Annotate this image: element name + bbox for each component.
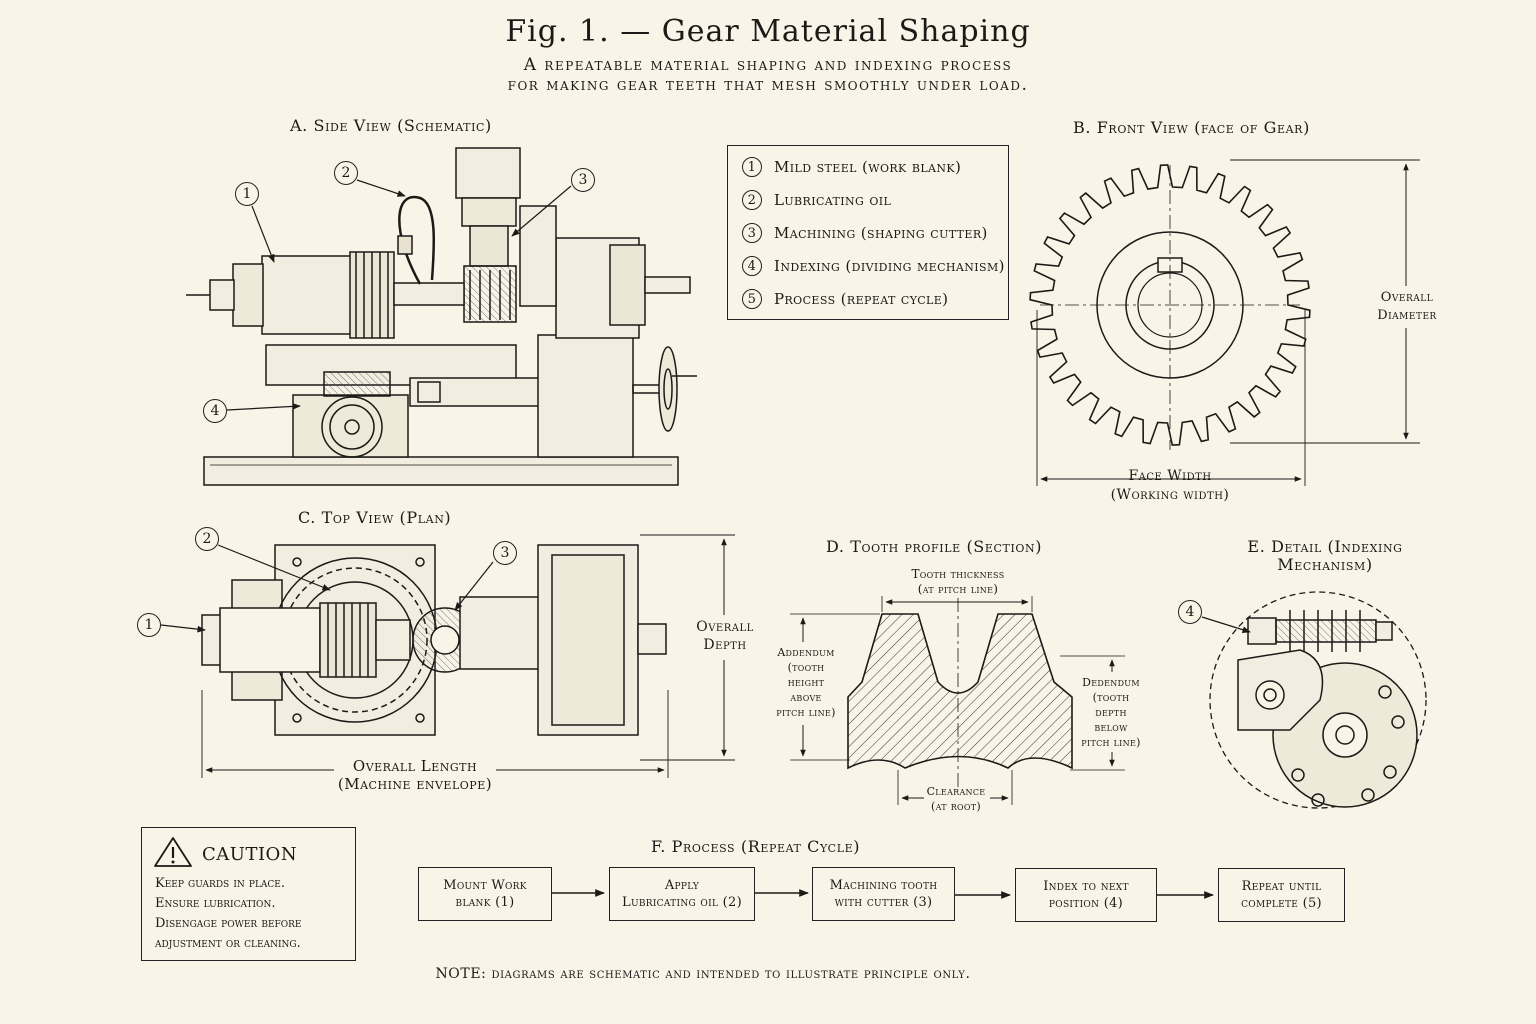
callout-1-top: 1 bbox=[137, 613, 161, 637]
legend-item: 2 Lubricating oil bbox=[742, 190, 891, 210]
callout-4-detail: 4 bbox=[1178, 600, 1202, 624]
face-width-label-1: Face Width bbox=[1128, 468, 1212, 484]
process-step-text: Mount Work blank (1) bbox=[443, 878, 527, 910]
process-step-2: Apply Lubricating oil (2) bbox=[609, 867, 755, 921]
overall-diameter-label-2: Diameter bbox=[1377, 308, 1437, 323]
overall-diameter-label-1: Overall bbox=[1380, 290, 1434, 305]
front-view-label: B. Front View (face of Gear) bbox=[1073, 118, 1310, 137]
process-step-5: Repeat until complete (5) bbox=[1218, 868, 1345, 922]
legend-text: Process (repeat cycle) bbox=[774, 290, 949, 308]
detail-label-line-2: Mechanism) bbox=[1277, 555, 1373, 574]
legend-number: 4 bbox=[742, 256, 762, 276]
callout-3-side: 3 bbox=[571, 168, 595, 192]
dedendum-label: Dedendum (tooth depth below pitch line) bbox=[1081, 676, 1141, 749]
indexing-detail bbox=[1209, 591, 1427, 809]
warning-triangle-icon bbox=[154, 837, 192, 867]
overall-length-label-1: Overall Length bbox=[352, 757, 478, 775]
caution-line-3: Disengage power before bbox=[155, 916, 302, 931]
callout-leaders bbox=[160, 179, 1251, 633]
caution-line-2: Ensure lubrication. bbox=[155, 896, 276, 911]
process-step-text: Repeat until complete (5) bbox=[1241, 879, 1322, 911]
footnote: NOTE: diagrams are schematic and intende… bbox=[435, 966, 971, 982]
process-arrows bbox=[552, 889, 1214, 899]
clearance-label-2: (at root) bbox=[931, 800, 981, 813]
process-step-4: Index to next position (4) bbox=[1015, 868, 1157, 922]
addendum-label: Addendum (tooth height above pitch line) bbox=[776, 646, 836, 719]
callout-4-side: 4 bbox=[203, 399, 227, 423]
overall-depth-label-2: Depth bbox=[703, 637, 747, 653]
clearance-label-1: Clearance bbox=[926, 785, 986, 798]
caution-box: CAUTION Keep guards in place. Ensure lub… bbox=[141, 827, 356, 961]
detail-label-line-1: E. Detail (Indexing bbox=[1247, 537, 1403, 556]
process-step-text: Index to next position (4) bbox=[1043, 879, 1129, 911]
figure-subtitle-line-2: for making gear teeth that mesh smoothly… bbox=[507, 75, 1029, 95]
tooth-profile-label: D. Tooth profile (Section) bbox=[826, 537, 1043, 556]
side-view-label: A. Side View (Schematic) bbox=[290, 116, 492, 135]
process-step-3: Machining tooth with cutter (3) bbox=[812, 867, 955, 921]
process-step-text: Machining tooth with cutter (3) bbox=[829, 878, 938, 910]
overall-depth-label-1: Overall bbox=[696, 619, 754, 635]
legend-item: 3 Machining (shaping cutter) bbox=[742, 223, 988, 243]
process-step-1: Mount Work blank (1) bbox=[418, 867, 552, 921]
legend-box: 1 Mild steel (work blank) 2 Lubricating oi… bbox=[727, 145, 1009, 320]
side-view-machine bbox=[186, 147, 697, 486]
legend-item: 4 Indexing (dividing mechanism) bbox=[742, 256, 1005, 276]
legend-text: Indexing (dividing mechanism) bbox=[774, 257, 1005, 275]
callout-3-top: 3 bbox=[493, 541, 517, 565]
caution-line-4: adjustment or cleaning. bbox=[155, 936, 301, 951]
legend-item: 5 Process (repeat cycle) bbox=[742, 289, 948, 309]
tooth-section-hatch bbox=[847, 613, 1073, 770]
legend-number: 3 bbox=[742, 223, 762, 243]
legend-text: Machining (shaping cutter) bbox=[774, 224, 988, 242]
callout-1-side: 1 bbox=[235, 182, 259, 206]
face-width-label-2: (Working width) bbox=[1110, 487, 1230, 503]
legend-text: Lubricating oil bbox=[774, 191, 892, 209]
tooth-thickness-label-1: Tooth thickness bbox=[911, 567, 1005, 581]
caution-line-1: Keep guards in place. bbox=[155, 876, 286, 891]
legend-number: 2 bbox=[742, 190, 762, 210]
top-view-machine bbox=[201, 534, 735, 778]
process-label: F. Process (Repeat Cycle) bbox=[651, 837, 861, 856]
top-view-label: C. Top View (Plan) bbox=[298, 508, 452, 527]
callout-2-top: 2 bbox=[195, 527, 219, 551]
figure-title: Fig. 1. — Gear Material Shaping bbox=[505, 14, 1031, 49]
legend-item: 1 Mild steel (work blank) bbox=[742, 157, 961, 177]
process-step-text: Apply Lubricating oil (2) bbox=[622, 878, 742, 910]
legend-text: Mild steel (work blank) bbox=[774, 158, 962, 176]
legend-number: 5 bbox=[742, 289, 762, 309]
legend-number: 1 bbox=[742, 157, 762, 177]
callout-2-side: 2 bbox=[334, 161, 358, 185]
tooth-thickness-label-2: (at pitch line) bbox=[917, 582, 999, 596]
gear-face-details bbox=[1036, 159, 1420, 486]
figure-subtitle-line-1: A repeatable material shaping and indexi… bbox=[523, 55, 1013, 75]
overall-length-label-2: (Machine envelope) bbox=[337, 775, 493, 793]
caution-heading: CAUTION bbox=[202, 844, 298, 865]
tooth-dimensions bbox=[790, 596, 1125, 805]
